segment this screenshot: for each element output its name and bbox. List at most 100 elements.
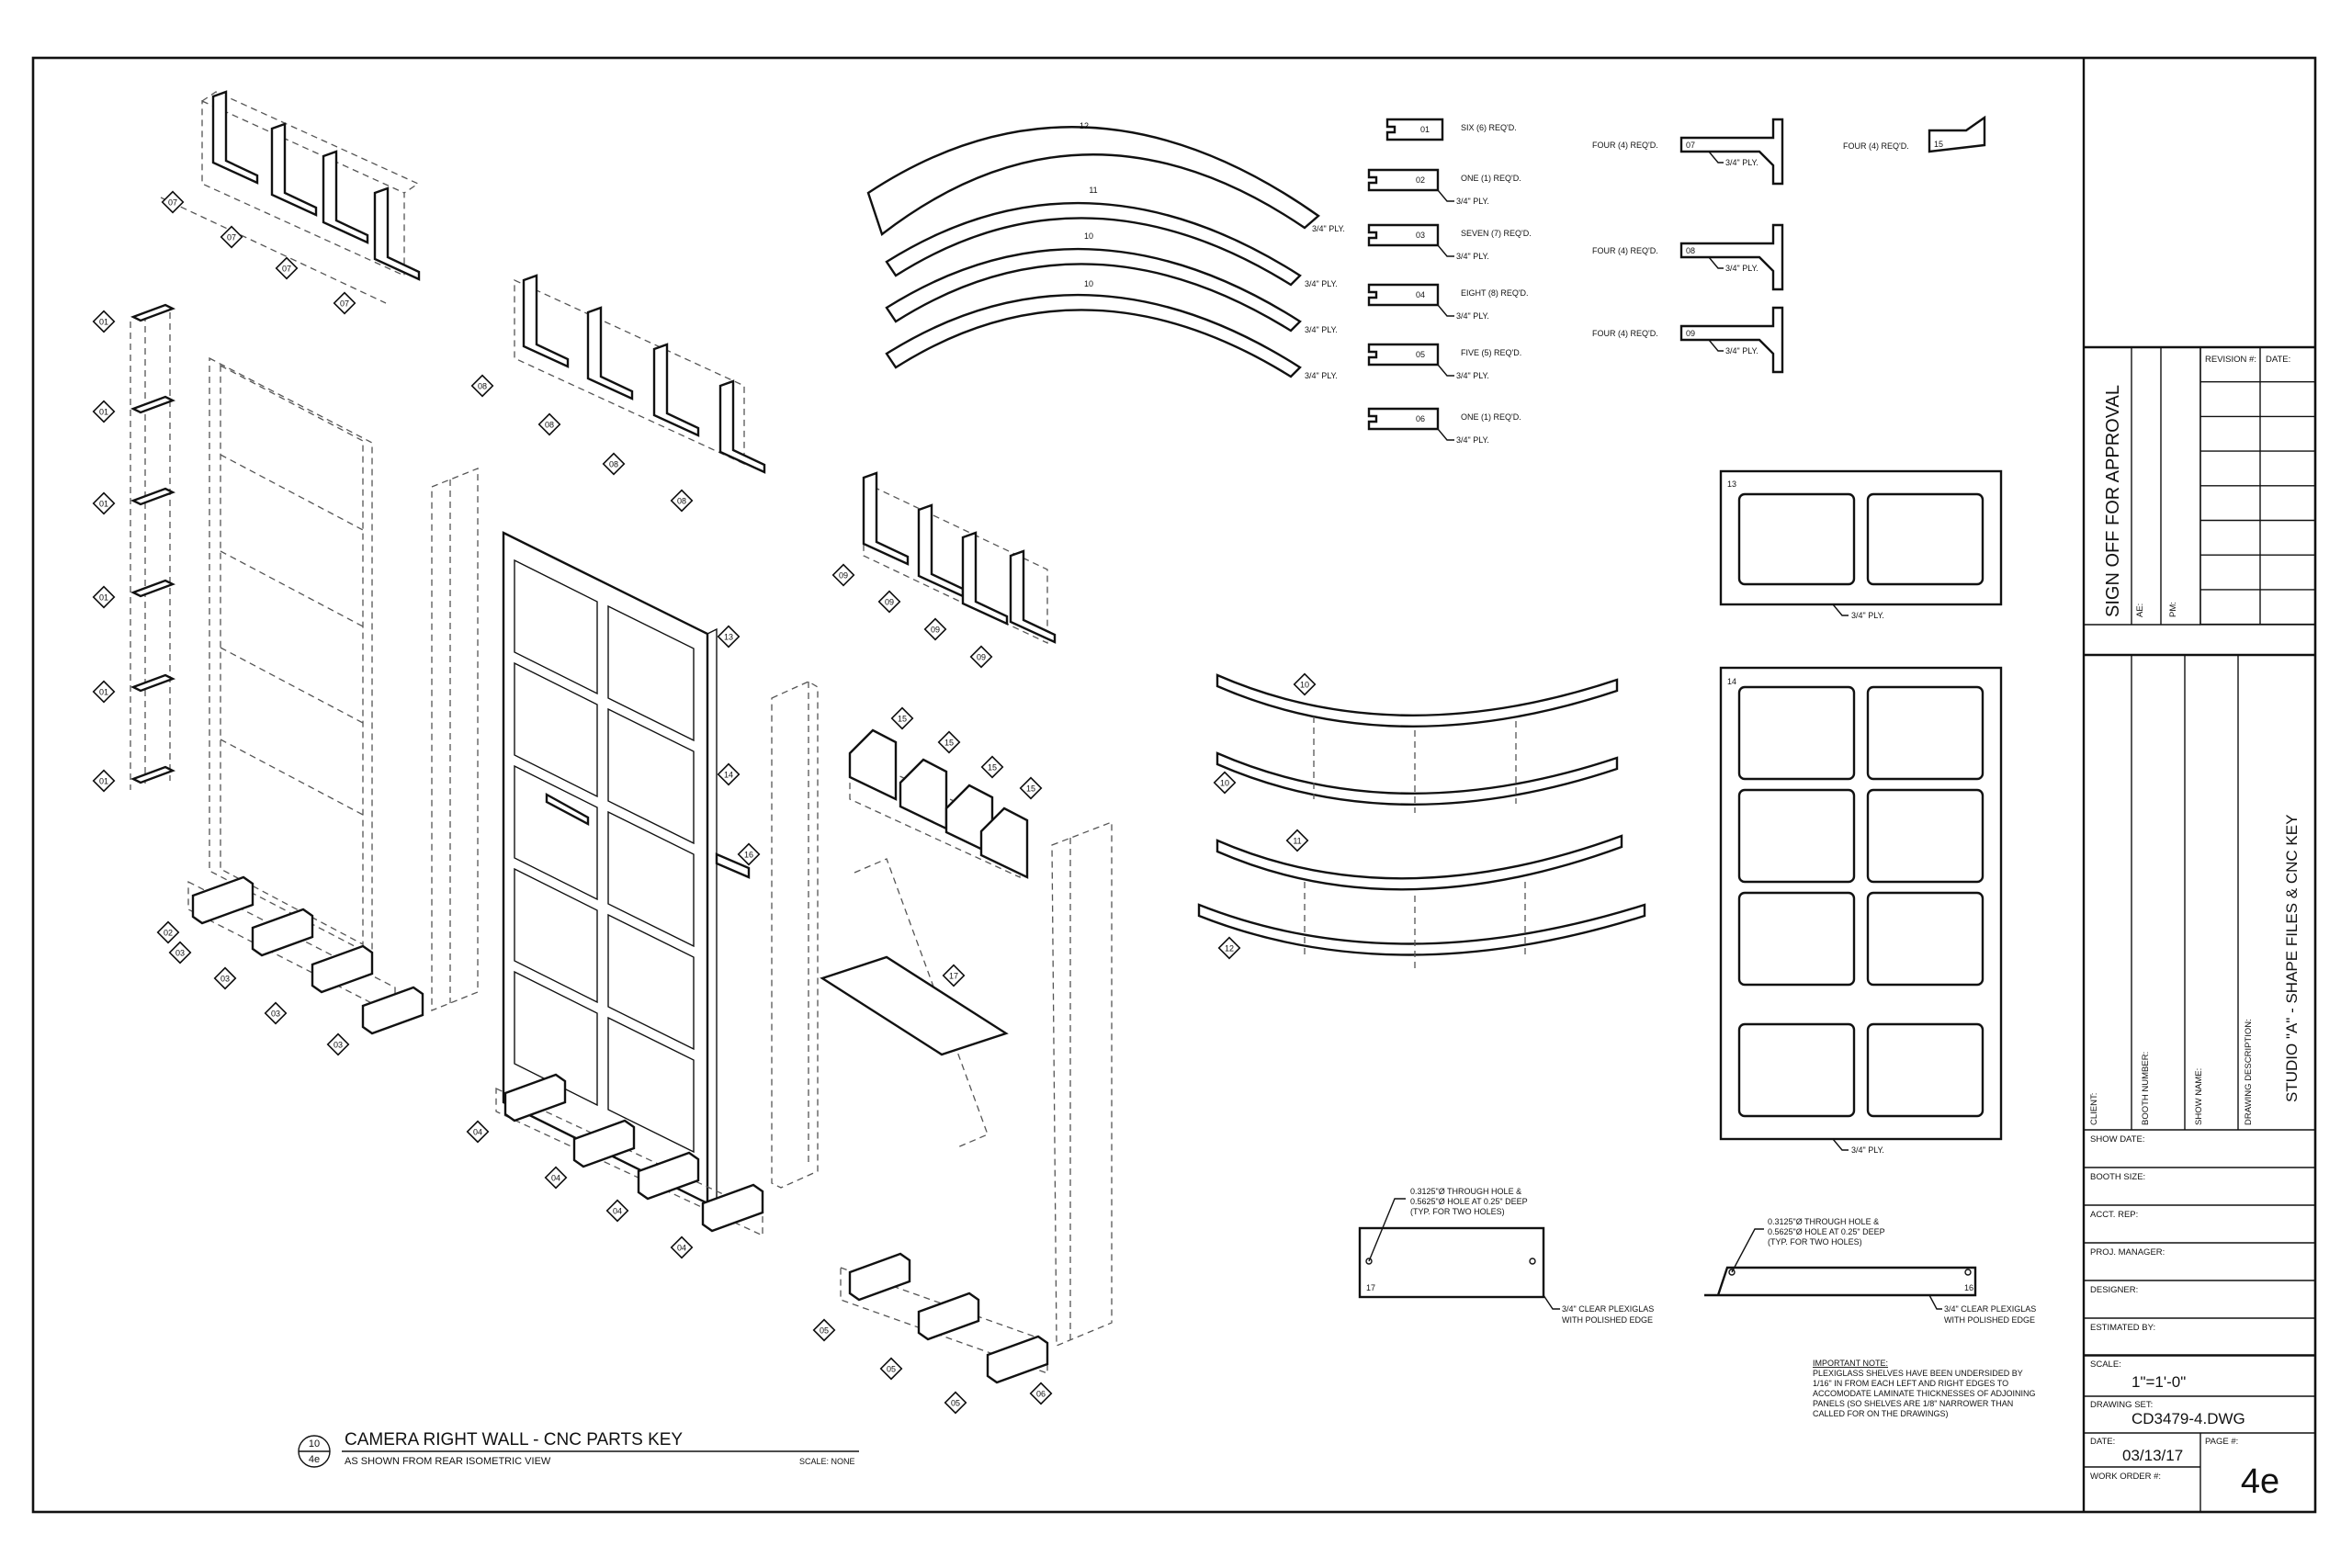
revision-table: REVISION #: DATE: <box>2199 346 2316 626</box>
arc-label-10b: 10 <box>1084 279 1093 288</box>
part-tag: 10 <box>1293 672 1317 696</box>
svg-text:07: 07 <box>282 265 291 274</box>
part-tag: 01 <box>92 769 116 793</box>
booth-number-label: BOOTH NUMBER: <box>2141 1052 2151 1125</box>
part-tag: 10 <box>1213 771 1237 795</box>
profile-qty-02: ONE (1) REQ'D. <box>1461 174 1521 183</box>
iso-stack-08 <box>514 274 766 474</box>
svg-text:03: 03 <box>175 949 185 958</box>
plexi-16-mat-1: 3/4" CLEAR PLEXIGLAS <box>1944 1304 2036 1314</box>
part-tag: 06 <box>1029 1382 1053 1405</box>
part-tag: 03 <box>213 966 237 990</box>
field-acct-rep: ACCT. REP: <box>2090 1210 2138 1220</box>
field-estimated-by: ESTIMATED BY: <box>2090 1323 2155 1333</box>
drawing-title: CAMERA RIGHT WALL - CNC PARTS KEY <box>345 1430 683 1450</box>
svg-text:08: 08 <box>545 421 554 430</box>
svg-text:09: 09 <box>885 598 894 607</box>
profile-mat-03: 3/4" PLY. <box>1456 252 1489 261</box>
field-show-date: SHOW DATE: <box>2090 1134 2144 1145</box>
part-tag: 05 <box>879 1357 903 1381</box>
svg-text:16: 16 <box>744 851 753 860</box>
panel-13: 13 3/4" PLY. <box>1719 469 2003 620</box>
svg-text:04: 04 <box>677 1244 686 1253</box>
svg-text:03: 03 <box>334 1041 343 1050</box>
part-tag: 15 <box>1019 776 1043 800</box>
important-note-line-4: PANELS (SO SHELVES ARE 1/8" NARROWER THA… <box>1813 1399 2013 1408</box>
part-tag: 04 <box>544 1166 568 1190</box>
part-tag: 01 <box>92 585 116 609</box>
bracket-mat-08: 3/4" PLY. <box>1725 264 1758 273</box>
bracket-part-08: FOUR (4) REQ'D.083/4" PLY. <box>1592 223 1784 291</box>
field-proj-manager: PROJ. MANAGER: <box>2090 1247 2165 1258</box>
bracket-qty-09: FOUR (4) REQ'D. <box>1592 329 1658 338</box>
panel-14-mat: 3/4" PLY. <box>1851 1145 1884 1155</box>
arc-mat-12: 3/4" PLY. <box>1312 224 1345 233</box>
drawing-description: STUDIO "A" - SHAPE FILES & CNC KEY <box>2283 815 2301 1102</box>
part-tag: 09 <box>831 563 855 587</box>
pm-label: PM: <box>2168 602 2178 617</box>
bracket-mat-09: 3/4" PLY. <box>1725 346 1758 355</box>
bracket-id-09: 09 <box>1686 329 1695 338</box>
panel-13-id: 13 <box>1727 479 1736 489</box>
arc-label-10a: 10 <box>1084 231 1093 241</box>
part-tag: 09 <box>923 617 947 641</box>
svg-text:01: 01 <box>99 688 108 697</box>
field-booth-size: BOOTH SIZE: <box>2090 1172 2145 1182</box>
important-note-heading: IMPORTANT NOTE: <box>1813 1359 1888 1368</box>
part-tag: 03 <box>264 1001 288 1025</box>
svg-text:01: 01 <box>99 593 108 603</box>
profile-qty-01: SIX (6) REQ'D. <box>1461 123 1517 132</box>
iso-curved-shelves <box>1197 673 1646 969</box>
panel-14-opening <box>1737 891 1856 987</box>
signoff-text: SIGN OFF FOR APPROVAL <box>2103 385 2123 617</box>
panel-13-mat: 3/4" PLY. <box>1851 611 1884 620</box>
bracket-mat-07: 3/4" PLY. <box>1725 158 1758 167</box>
svg-text:04: 04 <box>551 1174 560 1183</box>
part-tag: 09 <box>877 590 901 614</box>
scale-value: 1"=1'-0" <box>2132 1373 2186 1391</box>
title-block: SIGN OFF FOR APPROVAL AE: PM: REVISION #… <box>2084 345 2316 1512</box>
field-designer: DESIGNER: <box>2090 1285 2138 1295</box>
part-tag: 02 <box>156 920 180 944</box>
plexi-17-id: 17 <box>1366 1283 1375 1292</box>
iso-view: 0707070701010101010108080808090909091515… <box>92 90 1646 1415</box>
part-tag: 03 <box>168 941 192 964</box>
plexi-16-id: 16 <box>1964 1283 1973 1292</box>
svg-text:07: 07 <box>340 299 349 309</box>
svg-text:07: 07 <box>168 198 177 208</box>
important-note-line-3: ACCOMODATE LAMINATE THICKNESSES OF ADJOI… <box>1813 1389 2036 1398</box>
panel-14-opening <box>1737 788 1856 884</box>
page-label: PAGE #: <box>2205 1437 2238 1447</box>
part-tag: 13 <box>717 625 741 649</box>
revision-label: REVISION #: <box>2205 355 2256 365</box>
svg-text:07: 07 <box>227 233 236 243</box>
work-order-label: WORK ORDER #: <box>2090 1472 2161 1482</box>
svg-text:08: 08 <box>478 382 487 391</box>
svg-text:01: 01 <box>99 777 108 786</box>
svg-text:15: 15 <box>944 739 954 748</box>
svg-text:05: 05 <box>820 1326 829 1336</box>
profile-id-04: 04 <box>1416 290 1425 299</box>
part-tag: 12 <box>1217 936 1241 960</box>
part-tag: 07 <box>161 190 185 214</box>
part-tag: 01 <box>92 310 116 333</box>
svg-text:09: 09 <box>977 653 986 662</box>
svg-text:03: 03 <box>271 1010 280 1019</box>
drawing-set-label: DRAWING SET: <box>2090 1400 2153 1410</box>
iso-stack-01-left <box>130 303 176 790</box>
part-tag: 11 <box>1285 829 1309 852</box>
part-tag: 17 <box>942 964 966 987</box>
plexi-16-note-2: 0.5625"Ø HOLE AT 0.25" DEEP <box>1768 1227 1885 1236</box>
arc-mat-11: 3/4" PLY. <box>1305 279 1338 288</box>
panel-14: 14 3/4" PLY. <box>1719 666 2003 1155</box>
part-tag: 04 <box>466 1120 490 1144</box>
svg-text:04: 04 <box>613 1207 622 1216</box>
bracket-15-id: 15 <box>1934 140 1943 149</box>
drawing-scale-note: SCALE: NONE <box>799 1457 855 1466</box>
